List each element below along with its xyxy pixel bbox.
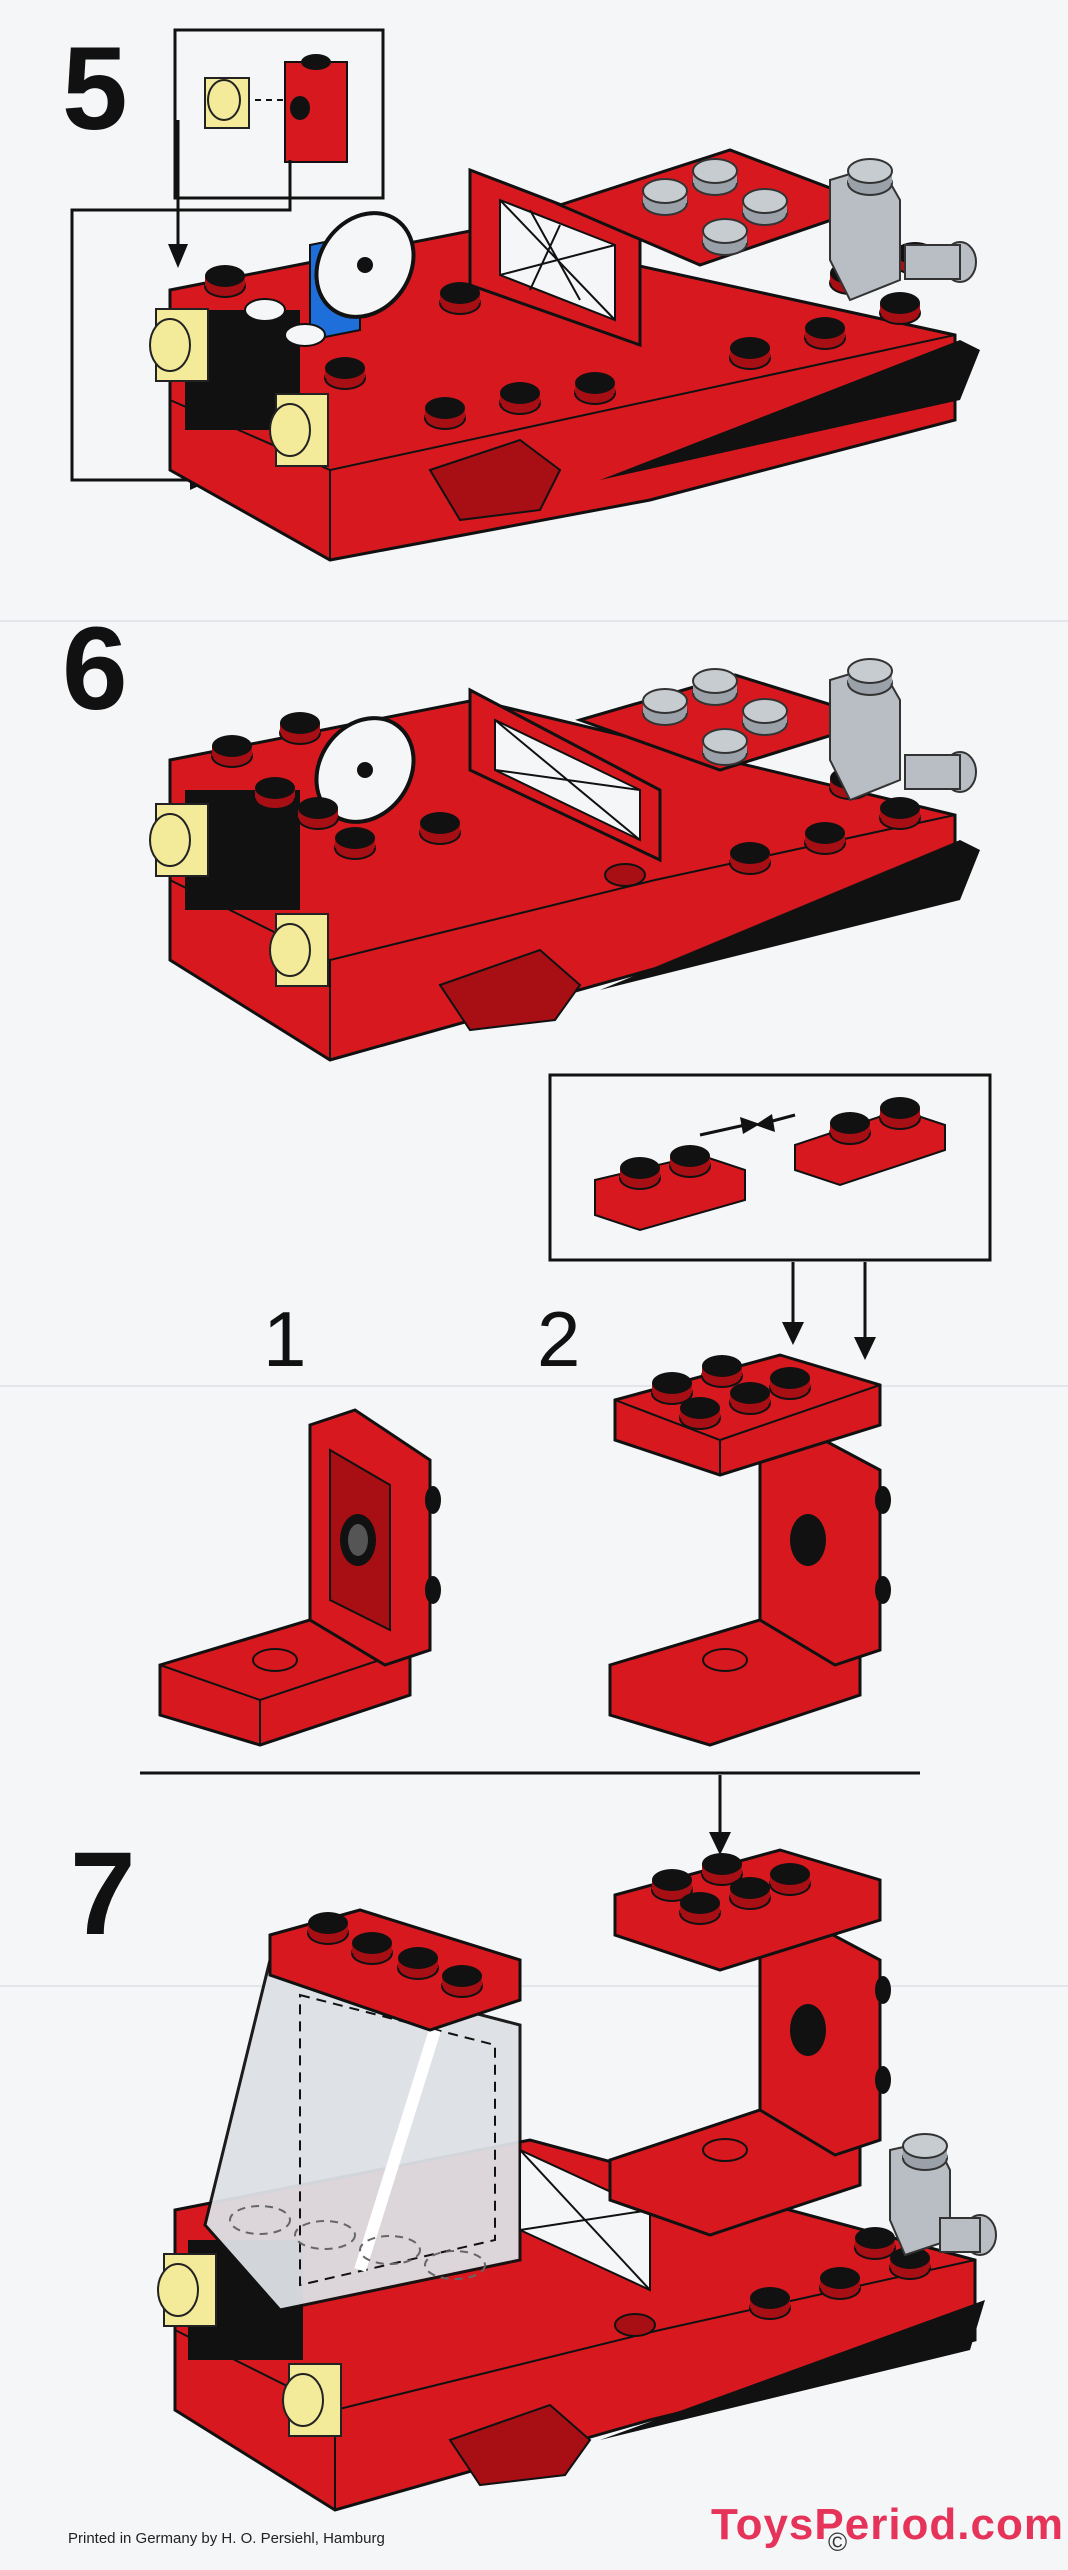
step5-vehicle-chassis [149, 148, 980, 562]
sub-step-2-bracket [608, 1353, 891, 1747]
paper-fold-line [0, 1985, 1068, 1987]
watermark-text: ToysPeriod.com [710, 2500, 1064, 2549]
paper-fold-line [0, 1385, 1068, 1387]
hinge-arrows [782, 1262, 876, 1360]
step-number-7: 7 [70, 1828, 136, 1960]
paper-fold-line [0, 620, 1068, 622]
step-number-6: 6 [62, 603, 128, 735]
step-number-5: 5 [62, 23, 128, 155]
printer-credit: Printed in Germany by H. O. Persiehl, Ha… [68, 2530, 385, 2547]
copyright-mark: © [828, 2527, 848, 2557]
sub-step-1-bracket [158, 1408, 441, 1747]
step7-vehicle [157, 1848, 997, 2512]
step6-vehicle [149, 658, 980, 1062]
hinge-callout-box [548, 1073, 992, 1262]
sub-step-1: 1 [263, 1295, 307, 1383]
step5-callout-box [173, 28, 385, 200]
sub-step-2: 2 [537, 1295, 581, 1383]
